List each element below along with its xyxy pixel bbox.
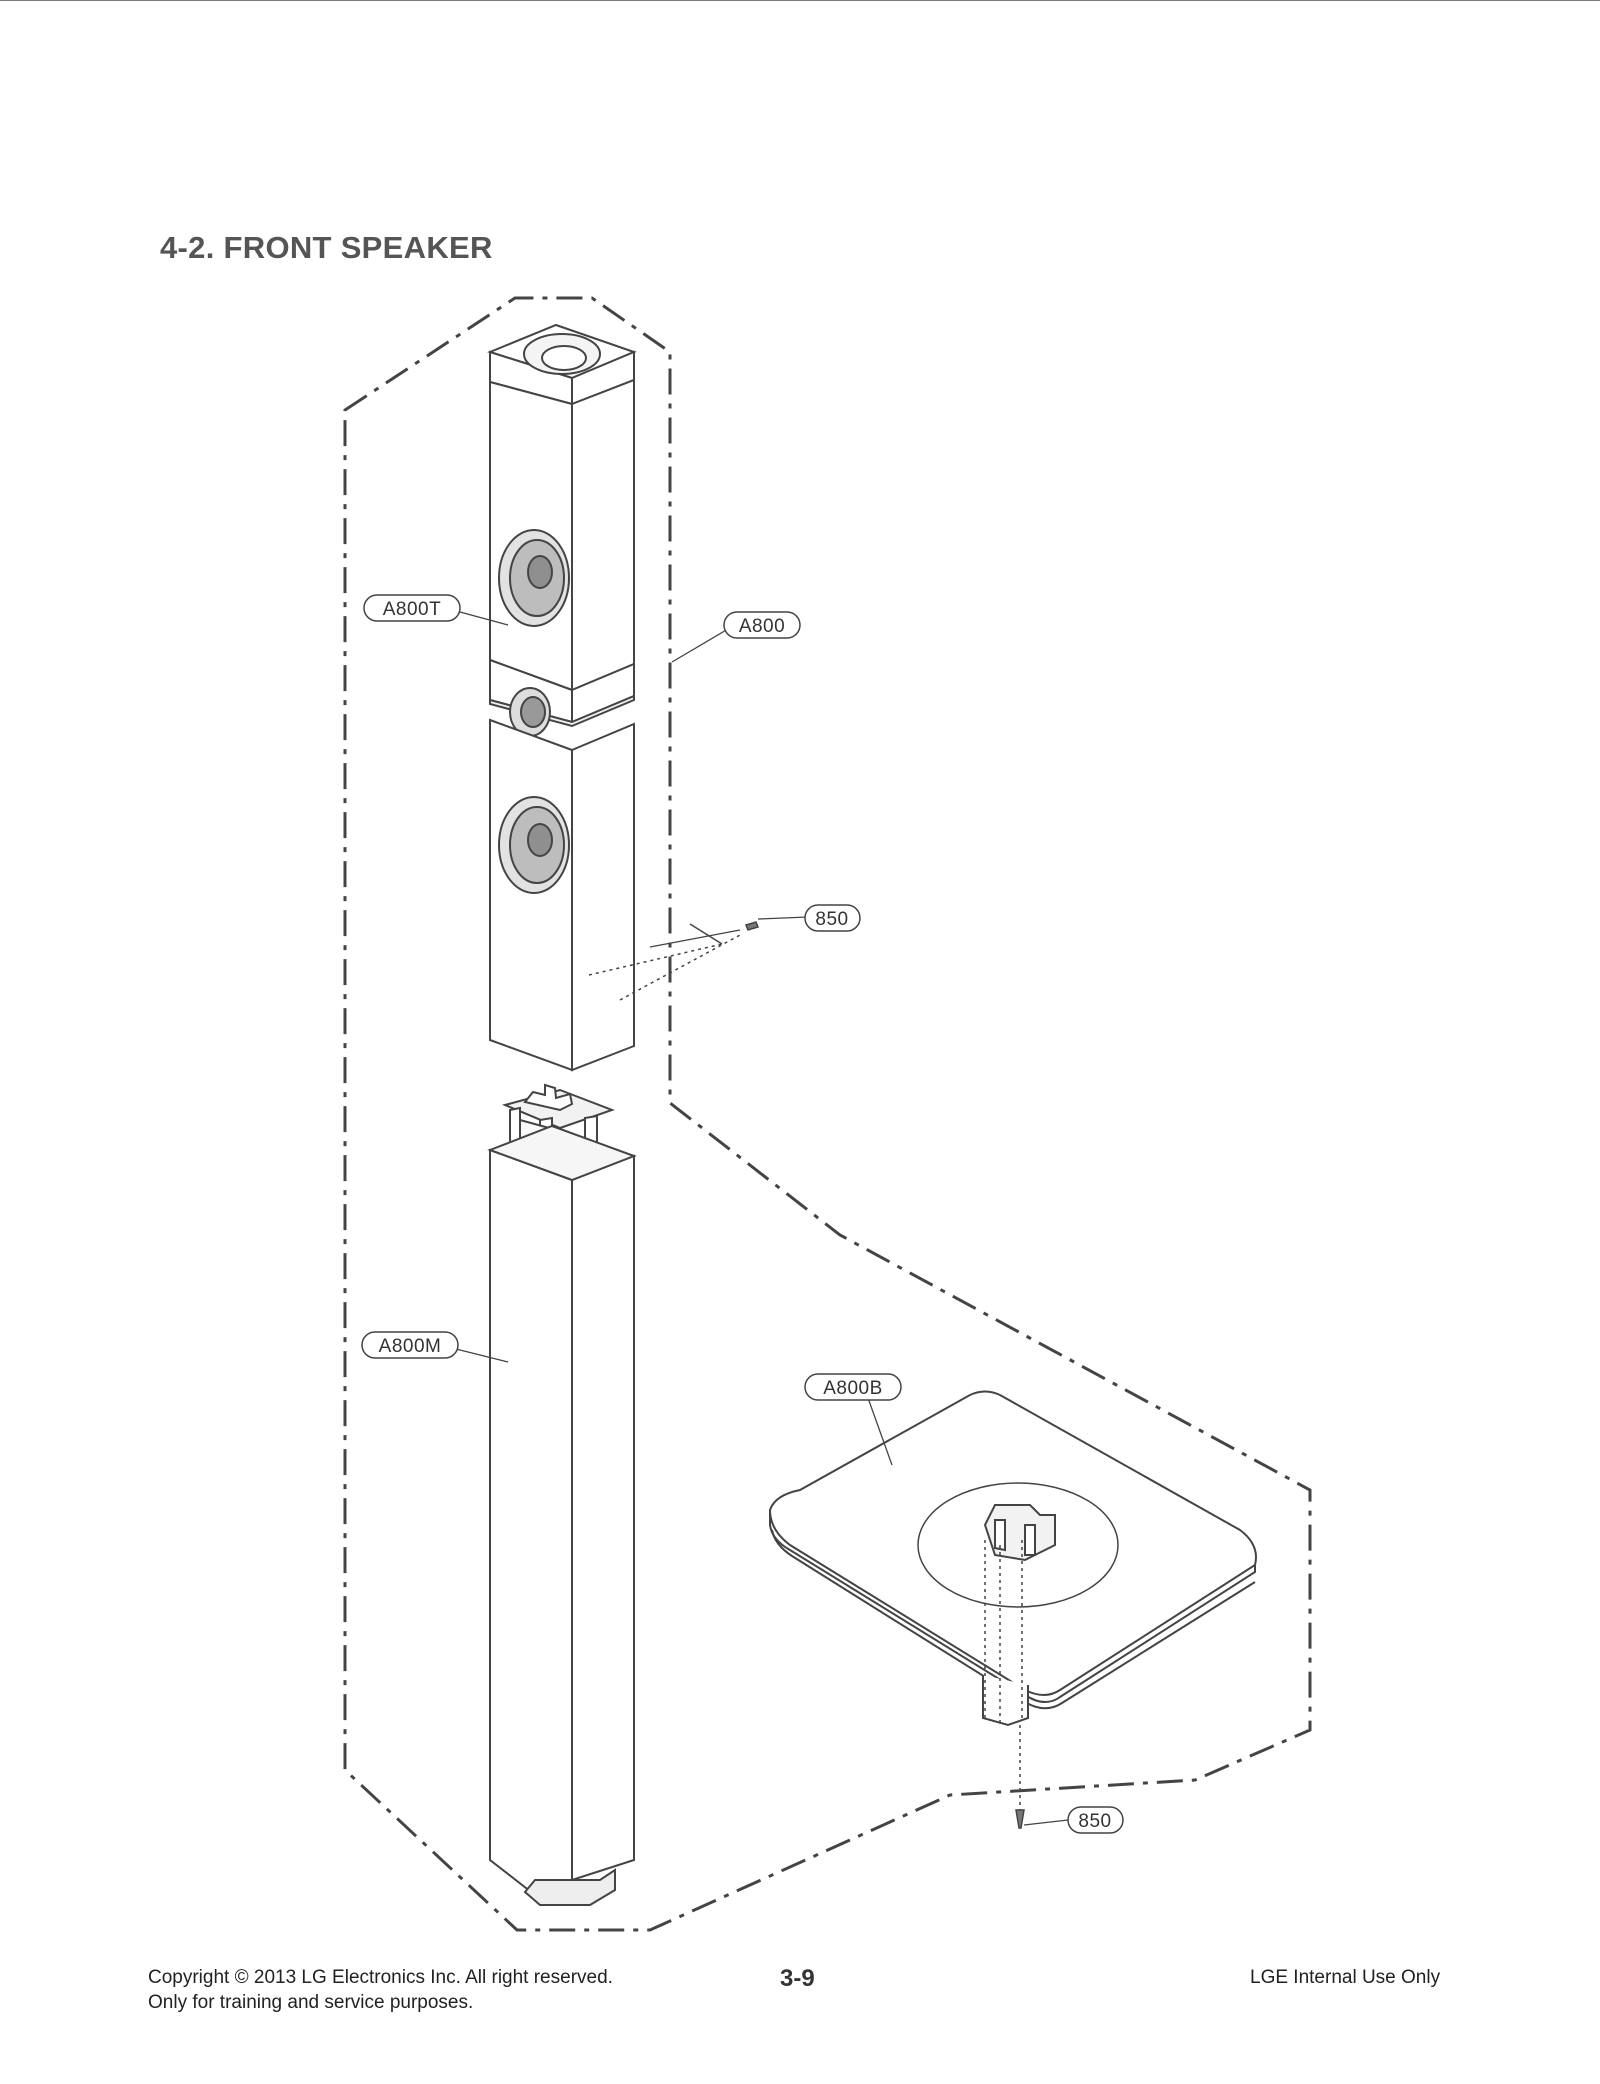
callout-leaders [455, 611, 893, 1466]
callout-850-bottom: 850 [1067, 1806, 1124, 1834]
callout-a800t-label: A800T [383, 599, 441, 620]
callout-a800: A800 [723, 611, 801, 639]
callout-a800b-label: A800B [823, 1378, 883, 1399]
screw-850-bottom [984, 1540, 1069, 1829]
footer-internal-use: LGE Internal Use Only [1250, 1967, 1441, 1988]
footer-copyright-line2: Only for training and service purposes. [148, 1992, 474, 2013]
callout-a800m: A800M [361, 1331, 459, 1359]
footer-copyright-line1: Copyright © 2013 LG Electronics Inc. All… [148, 1967, 613, 1988]
callout-a800-label: A800 [739, 616, 785, 637]
callout-850-top-label: 850 [815, 909, 848, 930]
callout-850-top: 850 [804, 904, 861, 932]
section-title: 4-2. FRONT SPEAKER [160, 230, 493, 265]
callout-a800m-label: A800M [379, 1336, 442, 1357]
top-rule [0, 0, 1600, 1]
footer-copyright: Copyright © 2013 LG Electronics Inc. All… [148, 1965, 613, 2015]
base-plate [768, 1390, 1257, 1727]
footer-page-number: 3-9 [780, 1965, 815, 1992]
callout-a800b: A800B [804, 1373, 902, 1401]
callout-a800t: A800T [363, 594, 461, 622]
top-speaker-unit [487, 323, 637, 1072]
screw-850-top [588, 921, 760, 1001]
callout-850-bottom-label: 850 [1078, 1811, 1111, 1832]
assembly-boundary [343, 296, 1312, 1932]
middle-pole [487, 1083, 637, 1906]
